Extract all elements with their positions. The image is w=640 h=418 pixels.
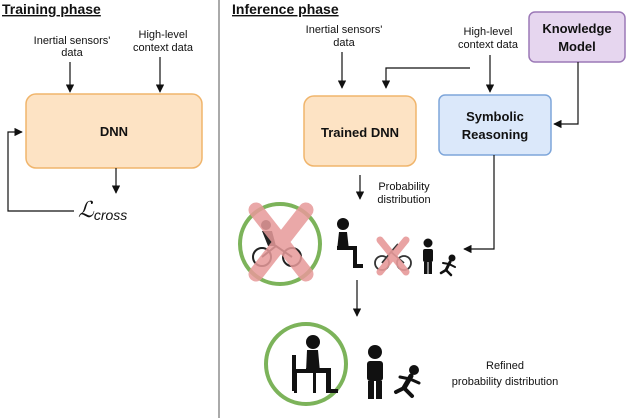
inference-title: Inference phase [232, 1, 339, 17]
person-sitting-icon [337, 218, 363, 268]
symbolic-reasoning-label-2: Reasoning [462, 127, 529, 142]
probability-label-2: distribution [377, 194, 430, 206]
inference-input1-label: Inertial sensors' [306, 24, 383, 36]
inference-input2-label: High-level [464, 26, 513, 38]
symbolic-reasoning-label: Symbolic [466, 109, 524, 124]
trained-dnn-label: Trained DNN [321, 125, 399, 140]
refined-highlight-circle [264, 322, 348, 406]
loss-symbol: ℒcross [78, 198, 127, 223]
inference-input1-label-2: data [333, 37, 355, 49]
knowledge-to-symbolic-arrow [553, 62, 579, 129]
symbolic-to-filter-arrow [463, 155, 495, 254]
refined-person-standing-icon [367, 345, 383, 399]
large-cross-icon [248, 202, 314, 282]
person-standing-icon [423, 238, 433, 274]
top-highlight-circle [238, 202, 322, 286]
refined-person-sitting-icon [292, 335, 338, 393]
probability-label: Probability [378, 181, 430, 193]
dnn-box [25, 93, 203, 169]
training-input1-label: Inertial sensors' [34, 35, 111, 47]
refined-label-2: probability distribution [452, 376, 558, 388]
small-cross-icon [376, 236, 410, 276]
knowledge-model-label-2: Model [558, 39, 596, 54]
trained-dnn-box [303, 95, 417, 167]
training-input2-label-2: context data [133, 42, 194, 54]
training-input1-label-2: data [61, 47, 83, 59]
inference-input2-label-2: context data [458, 39, 519, 51]
loss-feedback-arrow [7, 127, 74, 212]
training-input2-label: High-level [139, 29, 188, 41]
person-running-icon [439, 254, 456, 277]
refined-label: Refined [486, 360, 524, 372]
knowledge-model-label: Knowledge [542, 21, 611, 36]
dnn-label: DNN [100, 124, 128, 139]
symbolic-reasoning-box [438, 94, 552, 156]
refined-person-running-icon [394, 365, 421, 398]
knowledge-model-box [528, 11, 626, 63]
training-title: Training phase [2, 1, 101, 17]
context-to-dnn-arrow [381, 67, 470, 89]
